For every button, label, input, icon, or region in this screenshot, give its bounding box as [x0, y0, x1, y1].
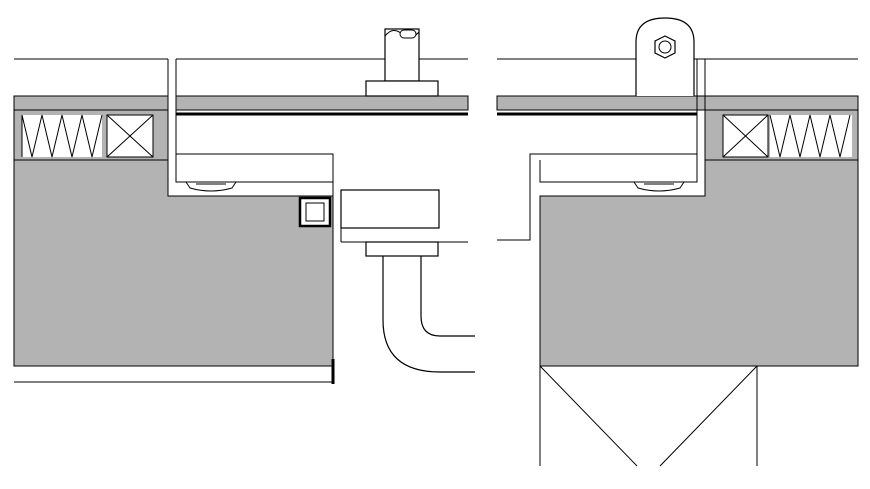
left-steel-angle	[175, 59, 334, 230]
right-roof-slab	[496, 95, 859, 111]
left-insulation-batt	[22, 115, 102, 157]
center-lower-plate	[365, 241, 439, 257]
right-assembly	[496, 17, 859, 467]
right-insulation-batt	[770, 115, 852, 157]
left-insulation-zigzag	[21, 114, 103, 158]
center-pipe-base-plate	[365, 80, 439, 97]
right-steel-angle	[539, 59, 698, 183]
right-floor-slab	[539, 159, 859, 367]
left-bearing-pad	[185, 181, 237, 192]
center-roof-slab	[175, 95, 469, 111]
right-bearing-pad	[633, 181, 685, 192]
center-pipe-assembly	[298, 28, 475, 373]
left-roof-slab	[13, 95, 169, 111]
left-floor-slab	[13, 159, 334, 367]
center-sleeve-box	[340, 189, 440, 229]
left-assembly	[13, 58, 335, 384]
center-bent-pipe	[382, 256, 475, 373]
right-insulation-zigzag	[769, 114, 851, 158]
